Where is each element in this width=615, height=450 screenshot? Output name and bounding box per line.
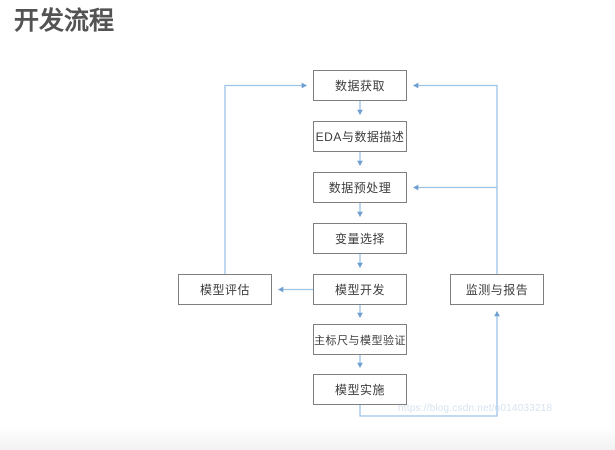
node-label: 变量选择 — [334, 232, 385, 246]
node-label: 主标尺与模型验证 — [314, 334, 406, 347]
node-model-implementation[interactable]: 模型实施 — [313, 374, 407, 405]
node-eda-description[interactable]: EDA与数据描述 — [313, 121, 407, 152]
node-model-evaluation[interactable]: 模型评估 — [178, 274, 272, 305]
node-model-development[interactable]: 模型开发 — [313, 274, 407, 305]
bottom-edge-band — [0, 428, 615, 450]
edge-monitor-to-acq — [413, 82, 498, 274]
node-label: EDA与数据描述 — [315, 130, 405, 144]
node-label: 模型实施 — [334, 383, 385, 397]
watermark-text: https://blog.csdn.net/u014033218 — [398, 403, 553, 414]
node-master-scale-validation[interactable]: 主标尺与模型验证 — [313, 324, 407, 355]
node-label: 监测与报告 — [465, 283, 529, 297]
page-title: 开发流程 — [14, 7, 115, 35]
node-label: 数据获取 — [334, 79, 385, 93]
node-data-acquisition[interactable]: 数据获取 — [313, 70, 407, 101]
node-data-preprocessing[interactable]: 数据预处理 — [313, 172, 407, 203]
node-label: 模型开发 — [334, 283, 385, 297]
node-label: 模型评估 — [199, 283, 250, 297]
node-variable-selection[interactable]: 变量选择 — [313, 223, 407, 254]
node-label: 数据预处理 — [328, 181, 392, 195]
edge-impl-to-monitor — [359, 311, 500, 417]
edge-eval-to-acq — [224, 82, 307, 274]
node-monitoring-reporting[interactable]: 监测与报告 — [450, 274, 544, 305]
